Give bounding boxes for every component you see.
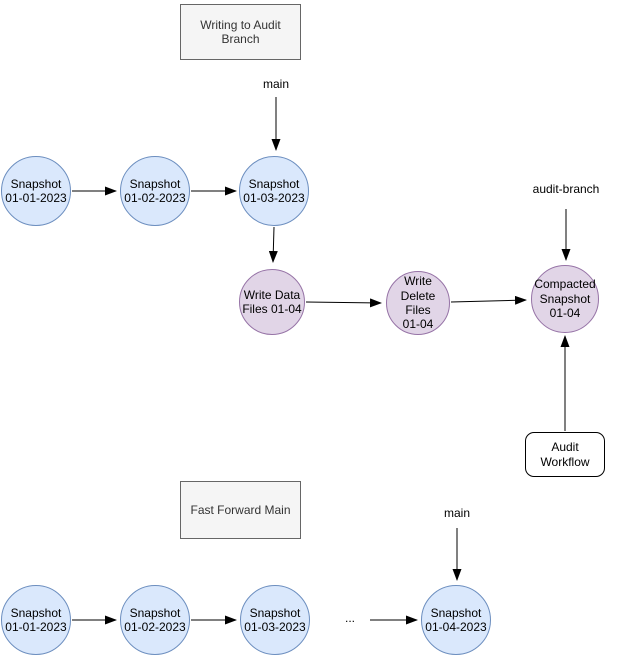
audit-workflow-node: Audit Workflow — [525, 432, 605, 477]
snapshot-node-01-02-bottom: Snapshot 01-02-2023 — [120, 585, 190, 655]
snapshot-node-01-02-top: Snapshot 01-02-2023 — [120, 156, 190, 226]
ellipsis-label: ... — [344, 610, 355, 625]
arrow-snapshot0103-to-write-data — [268, 226, 278, 263]
snapshot-node-01-01-bottom: Snapshot 01-01-2023 — [1, 585, 71, 655]
arrow-write-data-to-write-delete — [305, 298, 382, 308]
write-data-files-node: Write Data Files 01-04 — [239, 269, 305, 335]
arrow-write-delete-to-compacted — [450, 295, 527, 305]
section-title-fast-forward-main: Fast Forward Main — [180, 481, 301, 539]
snapshot-node-01-01-top: Snapshot 01-01-2023 — [1, 156, 71, 226]
snapshot-node-01-03-top: Snapshot 01-03-2023 — [239, 156, 309, 226]
branch-label-main-bottom: main — [443, 505, 470, 520]
write-delete-files-node: Write Delete Files 01-04 — [386, 271, 450, 335]
branch-label-audit-branch: audit-branch — [532, 181, 600, 196]
section-title-writing-to-audit-branch: Writing to Audit Branch — [180, 4, 301, 60]
compacted-snapshot-node: Compacted Snapshot 01-04 — [531, 265, 599, 333]
snapshot-node-01-03-bottom: Snapshot 01-03-2023 — [240, 585, 310, 655]
snapshot-node-01-04-bottom: Snapshot 01-04-2023 — [421, 585, 491, 655]
branch-label-main-top: main — [262, 76, 289, 91]
